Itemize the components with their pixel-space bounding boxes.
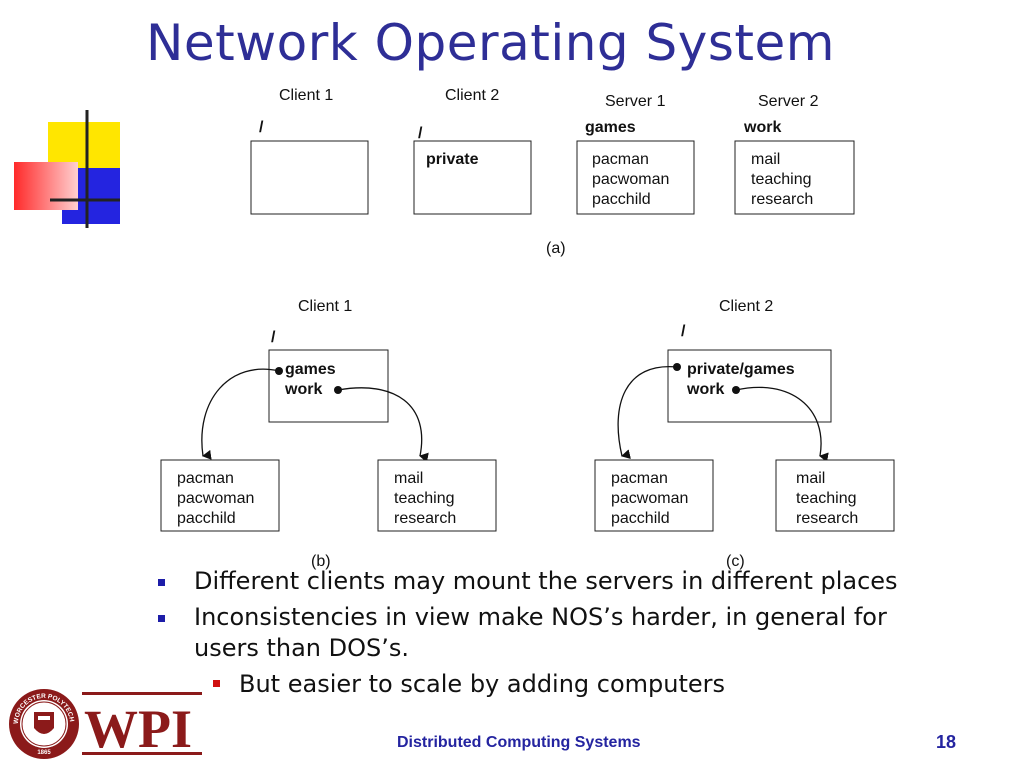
red-square (14, 162, 78, 210)
root-client-1-b: / (271, 329, 276, 346)
export-games: games (585, 119, 636, 136)
mount-work-c: work (686, 381, 724, 398)
caption-c: (c) (726, 553, 745, 570)
server-1-entry: pacchild (592, 191, 651, 208)
root-client-2-c: / (681, 323, 686, 340)
box-games-b (160, 459, 280, 532)
label-server-1: Server 1 (605, 93, 666, 110)
games-entry: pacwoman (611, 490, 688, 507)
work-entry: research (394, 510, 456, 527)
slide-title: Network Operating System (146, 14, 835, 72)
box-work-c (775, 459, 895, 532)
label-client-2-a: Client 2 (445, 87, 499, 104)
work-entry: teaching (796, 490, 857, 507)
server-1-entry: pacwoman (592, 171, 669, 188)
work-entry: research (796, 510, 858, 527)
footer-course: Distributed Computing Systems (397, 734, 641, 751)
bullet-text-line: users than DOS’s. (194, 634, 410, 662)
work-entry: mail (796, 470, 825, 487)
label-client-1-a: Client 1 (279, 87, 333, 104)
box-server-1 (576, 140, 695, 215)
mount-work-b: work (284, 381, 322, 398)
box-games-c (594, 459, 714, 532)
box-client-2-a (413, 140, 532, 215)
arrow-work-b (337, 387, 429, 463)
seal-year: 1865 (37, 750, 51, 756)
arrow-games-c (617, 366, 678, 460)
mount-games-b: games (285, 361, 336, 378)
bullet-text-line: Inconsistencies in view make NOS’s harde… (194, 603, 887, 631)
box-client-1-a (250, 140, 369, 215)
entry-private: private (426, 151, 479, 168)
decorative-squares (14, 110, 120, 228)
box-server-2 (734, 140, 855, 215)
server-1-entry: pacman (592, 151, 649, 168)
box-client-1-b (268, 349, 389, 423)
games-entry: pacman (177, 470, 234, 487)
logo-wordmark: WPI (84, 699, 192, 759)
games-entry: pacman (611, 470, 668, 487)
box-client-2-c (667, 349, 832, 423)
sub-bullet-item: But easier to scale by adding computers (200, 669, 898, 700)
server-2-entry: research (751, 191, 813, 208)
mount-private-games-c: private/games (687, 361, 795, 378)
label-client-2-c: Client 2 (719, 298, 773, 315)
caption-a: (a) (546, 240, 566, 257)
caption-b: (b) (311, 553, 331, 570)
sub-bullet-text: But easier to scale by adding computers (239, 670, 726, 698)
games-entry: pacchild (177, 510, 236, 527)
bullet-square-icon (158, 615, 165, 622)
wpi-logo: WORCESTER POLYTECHNIC INSTITUTE 1865 WPI (6, 686, 202, 759)
sub-bullet-square-icon (213, 680, 220, 687)
games-entry: pacwoman (177, 490, 254, 507)
label-server-2: Server 2 (758, 93, 819, 110)
work-entry: teaching (394, 490, 455, 507)
bullet-square-icon (158, 579, 165, 586)
export-work: work (743, 119, 781, 136)
bullet-list: Different clients may mount the servers … (155, 566, 898, 705)
root-client-1-a: / (259, 119, 264, 136)
bullet-item: Inconsistencies in view make NOS’s harde… (155, 602, 898, 664)
work-entry: mail (394, 470, 423, 487)
bullet-item: Different clients may mount the servers … (155, 566, 898, 597)
label-client-1-b: Client 1 (298, 298, 352, 315)
arrow-games-b (201, 368, 280, 460)
page-number: 18 (936, 732, 957, 752)
box-work-b (377, 459, 497, 532)
arrow-work-c (735, 386, 829, 463)
server-2-entry: mail (751, 151, 780, 168)
server-2-entry: teaching (751, 171, 812, 188)
games-entry: pacchild (611, 510, 670, 527)
bullet-text: Different clients may mount the servers … (194, 567, 898, 595)
root-client-2-a: / (418, 125, 423, 142)
